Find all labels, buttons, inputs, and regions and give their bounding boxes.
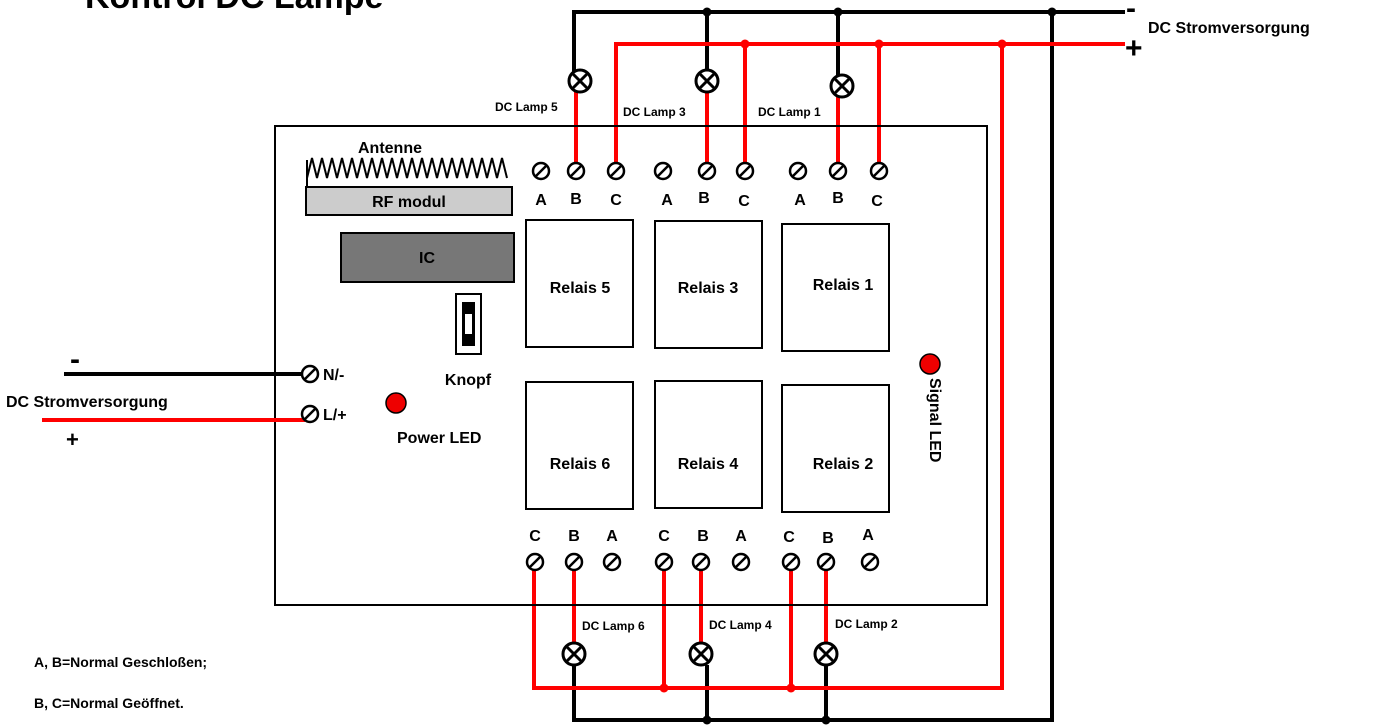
input-l-label: L/+	[323, 407, 347, 424]
lamp-3-icon	[694, 68, 720, 94]
terminal-3a-label: A	[661, 192, 673, 209]
terminal-5c-icon	[606, 161, 626, 181]
antenna-label: Antenne	[358, 140, 422, 157]
power-led	[385, 392, 407, 414]
relays	[525, 219, 890, 513]
terminal-2b-label: B	[822, 530, 834, 547]
terminal-3b-icon	[697, 161, 717, 181]
terminal-2c-label: C	[783, 529, 795, 546]
terminal-6c-label: C	[529, 528, 541, 545]
lamp-3-label: DC Lamp 3	[623, 105, 686, 119]
rf-module-label: RF modul	[372, 194, 446, 211]
input-l-screw-icon	[300, 404, 320, 424]
input-n-screw-icon	[300, 364, 320, 384]
top-supply-label: DC Stromversorgung	[1148, 20, 1310, 37]
input-n-label: N/-	[323, 367, 344, 384]
terminal-2c-icon	[781, 552, 801, 572]
rf-module	[305, 186, 513, 216]
lamp-6-label: DC Lamp 6	[582, 619, 645, 633]
terminal-4b-icon	[691, 552, 711, 572]
diagram-title: Kontrol DC Lampe	[85, 0, 383, 16]
terminal-2a-icon	[860, 552, 880, 572]
terminal-4a-icon	[731, 552, 751, 572]
relay-2	[781, 384, 890, 513]
lamp-5-label: DC Lamp 5	[495, 100, 558, 114]
relay-4-label: Relais 4	[678, 456, 739, 473]
terminal-1c-icon	[869, 161, 889, 181]
terminal-1a-icon	[788, 161, 808, 181]
lamp-wires-top	[574, 92, 840, 170]
terminal-2b-icon	[816, 552, 836, 572]
terminal-6a-icon	[602, 552, 622, 572]
terminal-4a-label: A	[735, 528, 747, 545]
terminal-6c-icon	[525, 552, 545, 572]
relay-6	[525, 381, 634, 510]
terminal-4b-label: B	[697, 528, 709, 545]
controller-board	[274, 125, 988, 606]
terminal-3a-icon	[653, 161, 673, 181]
terminal-2a-label: A	[862, 527, 874, 544]
relay-3-label: Relais 3	[678, 280, 739, 297]
left-supply-label: DC Stromversorgung	[6, 394, 168, 411]
terminal-1a-label: A	[794, 192, 806, 209]
lamp-5-icon	[567, 68, 593, 94]
power-led-label: Power LED	[397, 430, 481, 447]
relay-6-label: Relais 6	[550, 456, 611, 473]
terminal-5a-icon	[531, 161, 551, 181]
button-label: Knopf	[445, 372, 492, 389]
terminal-5b-label: B	[570, 191, 582, 208]
signal-led-label: Signal LED	[926, 378, 943, 462]
terminal-4c-label: C	[658, 528, 670, 545]
terminal-3b-label: B	[698, 190, 710, 207]
lamp-4-label: DC Lamp 4	[709, 618, 772, 632]
input-wires	[42, 372, 305, 422]
ic-chip	[340, 232, 515, 283]
terminal-6b-icon	[564, 552, 584, 572]
button-switch	[455, 293, 482, 355]
relay-1-label: Relais 1	[813, 277, 874, 294]
bottom-terminals	[525, 552, 880, 572]
terminal-5c-label: C	[610, 192, 622, 209]
terminal-6b-label: B	[568, 528, 580, 545]
relay-2-label: Relais 2	[813, 456, 874, 473]
terminal-1b-label: B	[832, 190, 844, 207]
lamp-1-icon	[829, 73, 855, 99]
terminal-4c-icon	[654, 552, 674, 572]
lamp-6-icon	[561, 641, 587, 667]
top-minus-sign: -	[1126, 0, 1136, 25]
terminal-1c-label: C	[871, 193, 883, 210]
signal-led	[919, 353, 941, 375]
terminal-3c-icon	[735, 161, 755, 181]
note-line-1: A, B=Normal Geschloßen;	[34, 654, 207, 670]
left-plus-sign: +	[66, 427, 79, 452]
relay-4	[654, 380, 763, 509]
relay-3	[654, 220, 763, 349]
left-minus-sign: -	[70, 343, 80, 376]
top-bus-wires	[532, 7, 1125, 725]
note-line-2: B, C=Normal Geöffnet.	[34, 695, 184, 711]
terminal-6a-label: A	[606, 528, 618, 545]
antenna-coil	[306, 157, 508, 179]
lamp-2-label: DC Lamp 2	[835, 617, 898, 631]
relay-5	[525, 219, 634, 348]
ic-label: IC	[419, 250, 435, 267]
lamp-4-icon	[688, 641, 714, 667]
lamp-wires-bottom	[572, 562, 828, 643]
top-terminals	[531, 161, 889, 181]
terminal-5a-label: A	[535, 192, 547, 209]
relay-5-label: Relais 5	[550, 280, 611, 297]
lamp-2-icon	[813, 641, 839, 667]
terminal-3c-label: C	[738, 193, 750, 210]
top-plus-sign: +	[1125, 32, 1143, 65]
lamp-1-label: DC Lamp 1	[758, 105, 821, 119]
relay-1	[781, 223, 890, 352]
terminal-1b-icon	[828, 161, 848, 181]
terminal-5b-icon	[566, 161, 586, 181]
